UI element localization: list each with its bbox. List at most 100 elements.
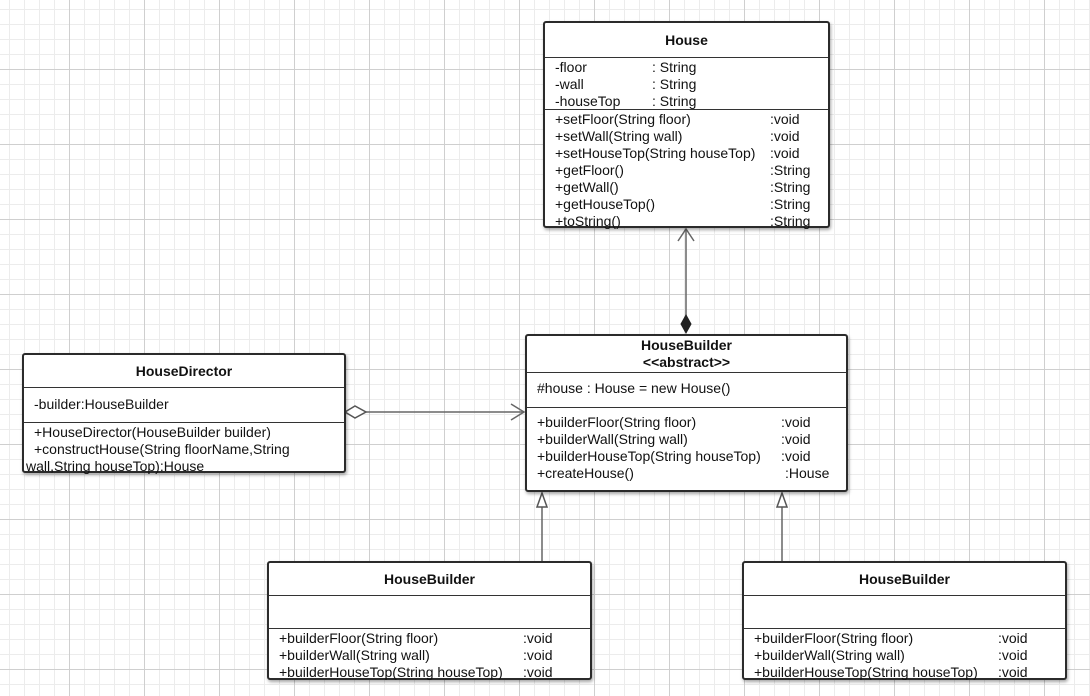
method-row: +setFloor(String floor) :void [555,111,818,128]
attribute-type: : String [652,76,697,92]
method-row: +setHouseTop(String houseTop) :void [555,145,818,162]
attribute-type: : String [652,93,697,109]
method-name: +builderFloor(String floor) [537,414,697,430]
method-return-type: :void [770,145,800,161]
attribute-row: -floor : String [555,59,818,76]
method-section: +builderFloor(String floor) :void +builde… [269,628,590,681]
method-return-type: :void [523,630,553,646]
method-row: +createHouse() :House [537,465,836,482]
class-header: HouseBuilder [744,563,1065,596]
method-return-type: :void [998,630,1028,646]
method-name: +builderHouseTop(String houseTop) [279,664,503,680]
aggregation-edge [343,403,526,421]
attribute-row: -wall : String [555,76,818,93]
method-row: wall,String houseTop):House [26,458,334,475]
method-row: +constructHouse(String floorName,String [34,441,334,458]
open-arrowhead [510,403,526,421]
class-name: House [665,31,708,48]
generalization-edge-left [535,490,549,561]
generalization-edge-right [775,490,789,561]
method-row: +builderFloor(String floor) :void [279,630,580,647]
method-name: +builderHouseTop(String houseTop) [537,448,761,464]
class-house[interactable]: House -floor : String -wall : String -hous… [543,21,830,230]
method-section: +builderFloor(String floor):void +builde… [527,407,846,482]
composition-edge [677,227,695,335]
composition-diamond [680,313,692,335]
aggregation-diamond [343,405,368,419]
attribute-section: -floor : String -wall : String -houseTop : … [545,58,828,109]
method-section: +HouseDirector(HouseBuilder builder) +co… [24,422,344,475]
method-name: +builderWall(String wall) [754,647,905,663]
attribute-name: -houseTop [555,93,621,109]
class-header: HouseBuilder [269,563,590,596]
attribute-type: : String [652,59,697,75]
class-header: House [545,23,828,58]
open-arrowhead [677,227,695,242]
method-name: +builderWall(String wall) [279,647,430,663]
method-name: +getWall() [555,179,619,195]
method-return-type: :House [785,465,830,481]
method-row: +getFloor() :String [555,162,818,179]
method-return-type: :void [523,664,553,680]
method-return-type: :void [998,664,1028,680]
method-name: +setHouseTop(String houseTop) [555,145,756,161]
class-header: HouseDirector [24,355,344,388]
class-house-director[interactable]: HouseDirector -builder:HouseBuilder +Hou… [22,353,346,475]
method-return-type: :void [770,128,800,144]
method-text: +HouseDirector(HouseBuilder builder) [34,424,271,440]
attribute-text: #house : House = new House() [537,380,731,396]
class-name: HouseBuilder [383,570,475,587]
method-text: +constructHouse(String floorName,String [34,441,290,457]
class-stereotype: <<abstract>> [642,354,731,370]
attribute-name: -floor [555,59,587,75]
class-name: HouseBuilder [858,570,950,587]
method-row: +builderHouseTop(String houseTop):void [537,448,836,465]
inheritance-triangle [535,490,549,508]
class-house-builder-right[interactable]: HouseBuilder +builderFloor(String floor)… [742,561,1067,680]
method-name: +builderFloor(String floor) [754,630,914,646]
attribute-row: #house : House = new House() [537,380,836,397]
attribute-section: #house : House = new House() [527,373,846,407]
method-name: +getFloor() [555,162,624,178]
method-return-type: :String [770,213,811,229]
class-house-builder-left[interactable]: HouseBuilder +builderFloor(String floor)… [267,561,592,680]
method-row: +builderHouseTop(String houseTop) :void [279,664,580,681]
method-row: +getHouseTop() :String [555,196,818,213]
method-row: +builderFloor(String floor) :void [754,630,1055,647]
method-name: +builderHouseTop(String houseTop) [754,664,978,680]
method-section: +builderFloor(String floor) :void +builde… [744,628,1065,681]
method-name: +builderFloor(String floor) [279,630,439,646]
method-row: +builderHouseTop(String houseTop) :void [754,664,1055,681]
method-row: +getWall() :String [555,179,818,196]
method-row: +builderWall(String wall):void [279,647,580,664]
method-name: +setFloor(String floor) [555,111,691,127]
method-section: +setFloor(String floor) :void +setWall(St… [545,109,828,230]
method-row: +toString():String [555,213,818,230]
method-return-type: :void [770,111,800,127]
method-return-type: :void [781,431,811,447]
attribute-section: -builder:HouseBuilder [24,388,344,422]
method-name: +setWall(String wall) [555,128,683,144]
attribute-text: -builder:HouseBuilder [34,396,169,412]
method-text: wall,String houseTop):House [26,458,205,474]
inheritance-triangle [775,490,789,508]
method-name: +getHouseTop() [555,196,656,212]
method-return-type: :String [770,179,811,195]
method-row: +setWall(String wall) :void [555,128,818,145]
attribute-name: -wall [555,76,584,92]
method-name: +createHouse() [537,465,634,481]
attribute-row: -houseTop : String [555,93,818,110]
class-house-builder[interactable]: HouseBuilder <<abstract>> #house : House… [525,334,848,492]
method-return-type: :String [770,196,811,212]
attribute-section [744,596,1065,628]
attribute-section [269,596,590,628]
method-row: +builderWall(String wall) :void [537,431,836,448]
method-return-type: :String [770,162,811,178]
class-name: HouseBuilder [640,337,732,353]
method-name: +builderWall(String wall) [537,431,688,447]
method-return-type: :void [998,647,1028,663]
method-row: +builderFloor(String floor):void [537,414,836,431]
class-header: HouseBuilder <<abstract>> [527,336,846,373]
method-row: +HouseDirector(HouseBuilder builder) [34,424,334,441]
